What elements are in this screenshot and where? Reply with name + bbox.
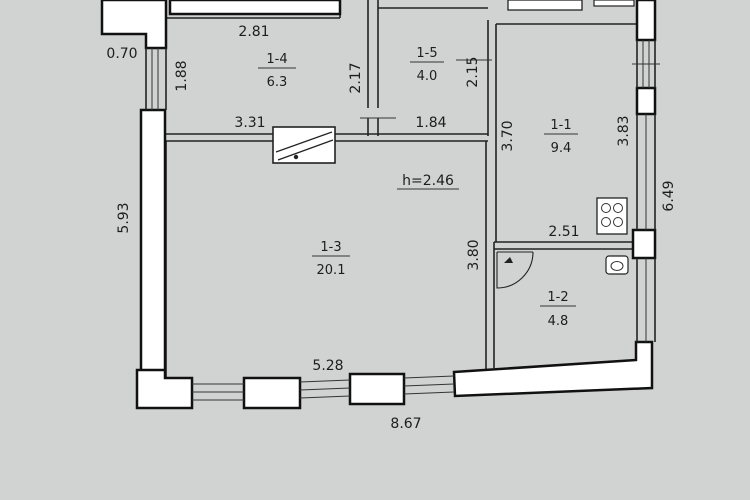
- room-area: 6.3: [267, 75, 288, 90]
- dimension-label: 3.70: [500, 120, 516, 151]
- dimension-lines: [258, 59, 578, 307]
- room-id: 1-3: [320, 240, 341, 255]
- dimension-label: 1.84: [415, 115, 446, 131]
- dimension-label: 3.80: [466, 239, 482, 270]
- dimension-label: 2.81: [238, 24, 269, 40]
- dimension-label: 5.28: [312, 358, 343, 374]
- dimension-label: 6.49: [661, 180, 677, 211]
- room-id: 1-5: [416, 46, 437, 61]
- exterior-walls: [100, 0, 660, 410]
- room-id: 1-4: [266, 52, 287, 67]
- dimension-label: 2.51: [548, 224, 579, 240]
- room-id: 1-2: [547, 290, 568, 305]
- toilet-icon: [605, 255, 629, 275]
- door-swing-icon: [496, 251, 534, 289]
- room-label-1-5: 1-5 4.0: [416, 46, 437, 84]
- dimension-label: 3.83: [616, 115, 632, 146]
- room-id: 1-1: [550, 118, 571, 133]
- dimension-label: 2.17: [348, 62, 364, 93]
- stove-icon: [596, 197, 628, 235]
- room-area: 20.1: [317, 263, 346, 278]
- dimension-label: 0.70: [106, 46, 137, 62]
- room-label-1-4: 1-4 6.3: [266, 52, 287, 90]
- room-area: 4.0: [417, 69, 438, 84]
- room-label-1-2: 1-2 4.8: [547, 290, 568, 329]
- bathtub-icon: [507, 0, 635, 11]
- vent-duct-icon: [272, 126, 336, 164]
- dimension-label: 3.31: [234, 115, 265, 131]
- dimension-label: 8.67: [390, 416, 421, 432]
- room-area: 4.8: [548, 314, 569, 329]
- room-label-1-1: 1-1 9.4: [550, 118, 571, 156]
- dimension-label: 5.93: [116, 202, 132, 233]
- room-label-1-3: 1-3 20.1: [317, 240, 346, 278]
- dimension-label: 2.15: [465, 56, 481, 87]
- ceiling-height-label: h=2.46: [402, 173, 454, 189]
- room-area: 9.4: [551, 141, 572, 156]
- dimension-label: 1.88: [174, 60, 190, 91]
